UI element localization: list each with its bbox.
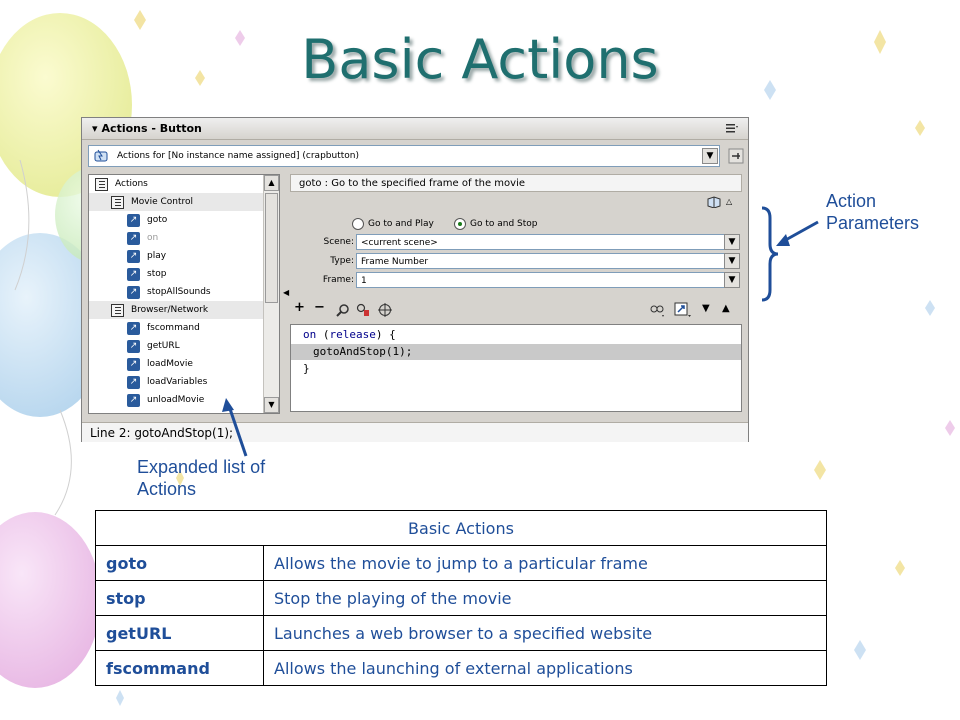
action-arrow-icon: ↗ <box>127 232 140 245</box>
action-arrow-icon: ↗ <box>127 268 140 281</box>
toolbox-action-loadmovie[interactable]: ↗ loadMovie <box>89 355 265 373</box>
table-description: Launches a web browser to a specified we… <box>263 615 827 651</box>
toolbox-book-actions[interactable]: Actions <box>89 175 265 193</box>
book-icon <box>111 304 124 317</box>
table-caption: Basic Actions <box>95 510 827 546</box>
remove-action-minus-icon[interactable]: − <box>314 300 325 315</box>
scene-label: Scene: <box>323 237 354 247</box>
action-arrow-icon: ↗ <box>127 340 140 353</box>
debug-options-icon[interactable] <box>650 303 666 317</box>
target-dropdown-arrow[interactable]: ▼ <box>702 148 718 164</box>
balloon-blue <box>0 233 108 417</box>
slide-title: Basic Actions <box>301 28 659 91</box>
pin-icon[interactable] <box>728 148 744 164</box>
radio-go-to-and-play[interactable] <box>352 218 364 230</box>
move-down-icon[interactable]: ▼ <box>702 303 710 314</box>
toolbox-action-loadvariables[interactable]: ↗ loadVariables <box>89 373 265 391</box>
code-line-2[interactable]: gotoAndStop(1); <box>291 344 741 360</box>
book-icon <box>95 178 108 191</box>
frame-label: Frame: <box>322 275 354 285</box>
target-row: Actions for [No instance name assigned] … <box>88 145 744 167</box>
table-row: getURL Launches a web browser to a speci… <box>95 615 827 651</box>
action-arrow-icon: ↗ <box>127 250 140 263</box>
basic-actions-table: Basic Actions goto Allows the movie to j… <box>95 510 827 686</box>
toolbox-action-geturl[interactable]: ↗ getURL <box>89 337 265 355</box>
frame-dropdown-arrow[interactable]: ▼ <box>724 272 740 288</box>
book-icon <box>111 196 124 209</box>
table-description: Allows the launching of external applica… <box>263 650 827 686</box>
radio-go-to-and-stop[interactable] <box>454 218 466 230</box>
table-description: Allows the movie to jump to a particular… <box>263 545 827 581</box>
scene-dropdown[interactable]: <current scene> <box>356 234 726 250</box>
scene-dropdown-arrow[interactable]: ▼ <box>724 234 740 250</box>
action-arrow-icon: ↗ <box>127 376 140 389</box>
toolbox-action-stop[interactable]: ↗ stop <box>89 265 265 283</box>
reference-book-icon[interactable] <box>707 196 721 208</box>
action-description: goto : Go to the specified frame of the … <box>290 174 742 192</box>
code-line-3[interactable]: } <box>303 362 310 375</box>
table-caption-row: Basic Actions <box>95 510 827 546</box>
action-editor: goto : Go to the specified frame of the … <box>290 174 742 414</box>
frame-input[interactable]: 1 <box>356 272 726 288</box>
script-toolbar: + − ▼ ▲ <box>290 300 742 320</box>
pane-splitter-arrow[interactable]: ◀ <box>283 288 290 297</box>
scroll-up-arrow[interactable]: ▲ <box>264 175 279 191</box>
view-options-icon[interactable] <box>674 302 692 318</box>
find-icon[interactable] <box>336 303 350 317</box>
balloon-pink <box>0 512 101 688</box>
action-arrow-icon: ↗ <box>127 286 140 299</box>
toolbox-action-stopallsounds[interactable]: ↗ stopAllSounds <box>89 283 265 301</box>
table-term: getURL <box>95 615 264 651</box>
table-term: stop <box>95 580 264 616</box>
actions-toolbox[interactable]: Actions Movie Control ↗ goto ↗ on ↗ play… <box>88 174 280 414</box>
panel-header[interactable]: ▾Actions - Button <box>82 118 748 140</box>
action-arrow-icon: ↗ <box>127 214 140 227</box>
collapse-params-icon[interactable]: △ <box>726 197 733 206</box>
table-row: goto Allows the movie to jump to a parti… <box>95 545 827 581</box>
toolbox-action-goto[interactable]: ↗ goto <box>89 211 265 229</box>
actions-target-dropdown[interactable]: Actions for [No instance name assigned] … <box>88 145 720 167</box>
toolbox-action-play[interactable]: ↗ play <box>89 247 265 265</box>
toolbox-action-on[interactable]: ↗ on <box>89 229 265 247</box>
table-term: fscommand <box>95 650 264 686</box>
insert-target-path-icon[interactable] <box>378 303 392 317</box>
code-line-1[interactable]: on (release) { <box>303 328 396 341</box>
target-label: Actions for [No instance name assigned] … <box>117 151 359 161</box>
button-symbol-icon <box>94 149 108 162</box>
scroll-thumb[interactable] <box>265 193 278 303</box>
toolbox-book-movie-control[interactable]: Movie Control <box>89 193 265 211</box>
annotation-action-parameters: Action Parameters <box>826 191 920 233</box>
action-arrow-icon: ↗ <box>127 394 140 407</box>
toolbox-book-browser-network[interactable]: Browser/Network <box>89 301 265 319</box>
type-label: Type: <box>330 256 354 266</box>
replace-icon[interactable] <box>356 303 370 317</box>
collapse-triangle-icon[interactable]: ▾ <box>92 122 98 135</box>
annotation-expanded-list: Expanded list of Actions <box>137 457 266 499</box>
toolbox-action-unloadmovie[interactable]: ↗ unloadMovie <box>89 391 265 409</box>
scroll-down-arrow[interactable]: ▼ <box>264 397 279 413</box>
action-arrow-icon: ↗ <box>127 358 140 371</box>
type-dropdown-arrow[interactable]: ▼ <box>724 253 740 269</box>
table-row: stop Stop the playing of the movie <box>95 580 827 616</box>
action-arrow-icon: ↗ <box>127 322 140 335</box>
actions-panel: ▾Actions - Button Actions for [No instan… <box>81 117 749 442</box>
panel-header-title: Actions - Button <box>101 122 202 135</box>
status-bar: Line 2: gotoAndStop(1); <box>82 422 748 442</box>
type-dropdown[interactable]: Frame Number <box>356 253 726 269</box>
move-up-icon[interactable]: ▲ <box>722 303 730 314</box>
toolbox-scrollbar[interactable]: ▲ ▼ <box>263 175 279 413</box>
add-action-plus-icon[interactable]: + <box>294 300 305 315</box>
table-term: goto <box>95 545 264 581</box>
table-row: fscommand Allows the launching of extern… <box>95 650 827 686</box>
options-menu-icon[interactable] <box>726 123 738 133</box>
table-description: Stop the playing of the movie <box>263 580 827 616</box>
toolbox-action-fscommand[interactable]: ↗ fscommand <box>89 319 265 337</box>
script-pane[interactable]: on (release) { gotoAndStop(1); } <box>290 324 742 412</box>
